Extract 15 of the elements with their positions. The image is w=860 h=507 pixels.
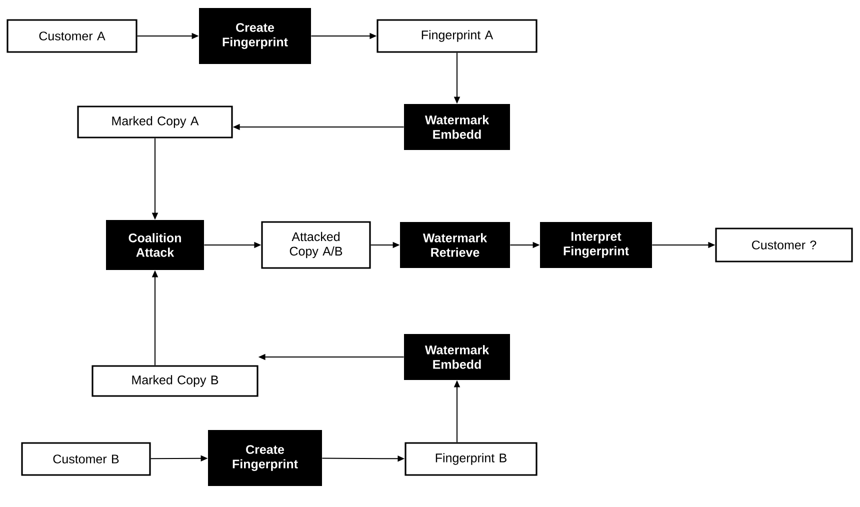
data-box: Marked Copy B xyxy=(92,365,258,397)
data-box: Customer ? xyxy=(715,228,853,262)
process-box: Watermark Retrieve xyxy=(400,222,510,268)
data-box: Customer A xyxy=(6,19,138,53)
process-box: Create Fingerprint xyxy=(208,430,322,486)
data-box: Fingerprint A xyxy=(376,19,538,53)
data-box: Attacked Copy A/B xyxy=(261,221,371,269)
process-box: Watermark Embedd xyxy=(404,334,510,380)
data-box: Fingerprint B xyxy=(404,442,538,476)
process-box: Interpret Fingerprint xyxy=(540,222,652,268)
process-box: Coalition Attack xyxy=(106,220,204,270)
process-box: Create Fingerprint xyxy=(199,8,311,64)
data-box: Customer B xyxy=(21,442,151,476)
data-box: Marked Copy A xyxy=(77,106,233,138)
process-box: Watermark Embedd xyxy=(404,104,510,150)
